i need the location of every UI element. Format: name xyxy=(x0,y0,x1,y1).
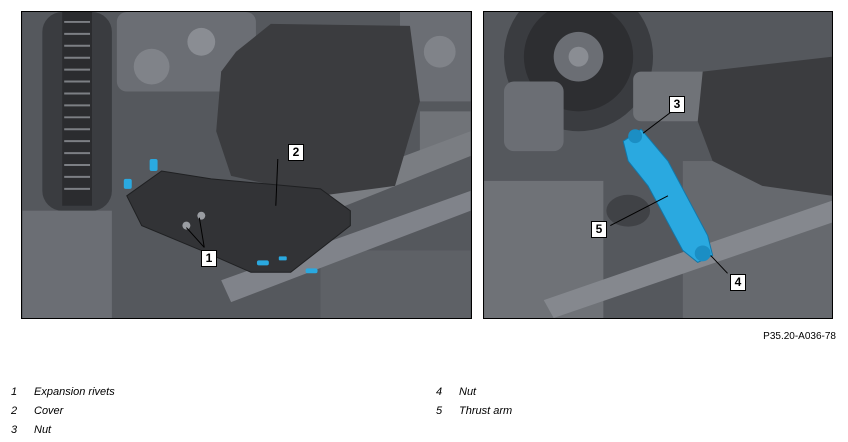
legend-item: 1 Expansion rivets xyxy=(11,382,115,401)
legend-right-column: 4 Nut 5 Thrust arm xyxy=(436,382,512,420)
right-illustration-panel: 3 5 4 xyxy=(483,11,833,319)
legend-number: 3 xyxy=(11,423,18,436)
right-illustration xyxy=(484,12,832,318)
left-illustration-panel: 2 1 xyxy=(21,11,472,319)
legend-label: Cover xyxy=(34,404,64,417)
legend-left-column: 1 Expansion rivets 2 Cover 3 Nut xyxy=(11,382,115,439)
callout-2: 2 xyxy=(288,144,304,161)
upper-housing xyxy=(697,56,832,196)
suspension-components xyxy=(484,71,832,318)
blue-highlights xyxy=(123,159,318,274)
leader-lines xyxy=(186,159,279,248)
callout-1: 1 xyxy=(201,250,217,267)
legend-number: 1 xyxy=(11,385,18,398)
upper-housing xyxy=(216,23,420,196)
legend-label: Expansion rivets xyxy=(34,385,115,398)
legend-item: 2 Cover xyxy=(11,401,115,420)
callout-3: 3 xyxy=(669,96,685,113)
legend-number: 4 xyxy=(436,385,443,398)
arm-nut-bottom xyxy=(694,245,711,262)
arm-nut-top xyxy=(628,129,643,144)
figure-reference: P35.20-A036-78 xyxy=(763,331,836,342)
engine-components xyxy=(22,12,471,318)
left-illustration xyxy=(22,12,471,318)
legend-number: 2 xyxy=(11,404,18,417)
legend-number: 5 xyxy=(436,404,443,417)
legend-item: 5 Thrust arm xyxy=(436,401,512,420)
cover-part xyxy=(126,170,351,273)
legend-label: Thrust arm xyxy=(459,404,513,417)
legend-item: 4 Nut xyxy=(436,382,512,401)
expansion-rivet xyxy=(197,211,206,220)
expansion-rivet xyxy=(182,221,191,230)
brake-disc xyxy=(42,12,112,211)
callout-5: 5 xyxy=(591,221,607,238)
callout-4: 4 xyxy=(730,274,746,291)
legend-label: Nut xyxy=(459,385,477,398)
legend-item: 3 Nut xyxy=(11,420,115,439)
legend-label: Nut xyxy=(34,423,52,436)
